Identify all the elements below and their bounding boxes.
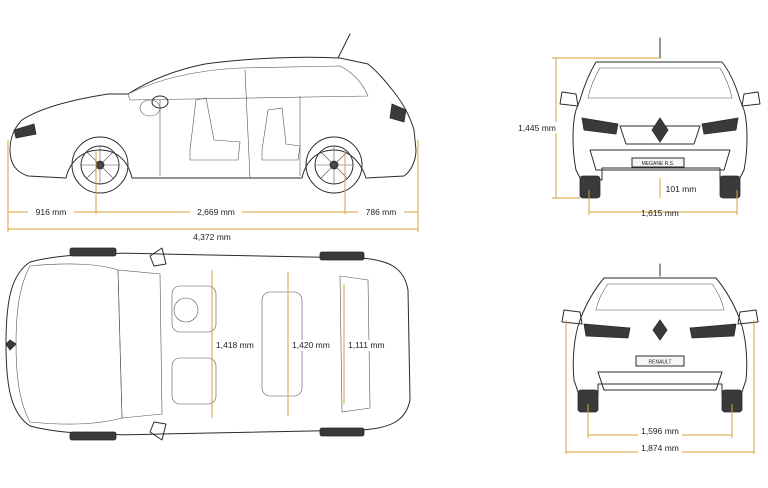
top-front-logo (5, 339, 17, 351)
rear-window (595, 283, 725, 311)
top-rear-screen (339, 275, 371, 413)
label-wheelbase: 2,669 mm (197, 207, 235, 217)
rear-body-outline (572, 277, 748, 395)
rear-plate-text: RENAULT (649, 360, 672, 366)
front-headlamp-left (581, 117, 619, 135)
top-mirror-left (149, 247, 167, 267)
rear-mirror-right (737, 309, 759, 325)
rear-view-car: RENAULT (561, 263, 759, 413)
label-front-track: 1,615 mm (641, 208, 679, 218)
top-front-left-seat (171, 285, 217, 333)
label-rear-elbow-width: 1,420 mm (292, 340, 330, 350)
top-front-left-tyre (69, 247, 117, 257)
top-rear-right-tyre (319, 427, 365, 437)
side-body-outline (9, 56, 417, 179)
top-dimension-lines (211, 270, 345, 418)
top-windscreen (117, 269, 163, 419)
front-logo (651, 117, 669, 143)
label-front-elbow-width: 1,418 mm (216, 340, 254, 350)
label-overall-length: 4,372 mm (193, 232, 231, 242)
top-front-right-tyre (69, 431, 117, 441)
rear-diffuser (597, 371, 723, 391)
side-dimension-lines (7, 140, 419, 232)
front-headlamp-right (701, 117, 739, 135)
top-front-right-seat (171, 357, 217, 405)
front-windscreen (587, 67, 733, 99)
rear-plate (635, 355, 685, 367)
side-steering-wheel (139, 99, 161, 117)
side-tail-lamp (389, 103, 407, 123)
side-front-wheel (71, 136, 129, 194)
top-view-car (5, 247, 411, 441)
side-headlamp (13, 123, 37, 139)
front-grille (619, 125, 701, 145)
rear-mirror-left (561, 309, 583, 325)
side-rim-spokes (81, 146, 353, 184)
side-rear-wheel (305, 136, 363, 194)
side-b-pillar (244, 69, 251, 179)
rear-lamp-left (583, 323, 631, 339)
label-ground-clearance: 101 mm (666, 184, 697, 194)
top-rear-left-tyre (319, 251, 365, 261)
label-rear-overhang: 786 mm (366, 207, 397, 217)
dimension-labels: 916 mm 2,669 mm 786 mm 4,372 mm 1,445 mm… (28, 122, 698, 454)
rear-logo (652, 319, 668, 341)
label-front-overhang: 916 mm (36, 207, 67, 217)
side-front-seat (189, 97, 241, 161)
front-mirror-right (741, 91, 761, 107)
front-plate (631, 157, 685, 168)
top-bonnet (15, 263, 123, 425)
label-boot-width: 1,111 mm (348, 340, 385, 350)
front-mirror-left (559, 91, 579, 107)
side-view-car (9, 33, 417, 194)
front-body-outline (572, 61, 748, 181)
rear-lamp-right (689, 323, 737, 339)
label-overall-width: 1,874 mm (641, 443, 679, 453)
label-rear-track: 1,596 mm (641, 426, 679, 436)
side-antenna (337, 33, 351, 59)
front-plate-text: MEGANE R.S. (642, 161, 675, 167)
front-view-car: MEGANE R.S. (559, 37, 761, 199)
front-tyre-left (579, 175, 601, 199)
top-steering-wheel (173, 297, 199, 323)
rear-dimension-lines (565, 320, 755, 454)
top-mirror-right (149, 421, 167, 441)
label-height: 1,445 mm (518, 123, 556, 133)
front-tyre-right (719, 175, 741, 199)
side-rear-seat (261, 107, 301, 161)
side-window-line (127, 65, 369, 101)
side-mirror (151, 95, 169, 109)
front-lower-intake (589, 149, 731, 171)
